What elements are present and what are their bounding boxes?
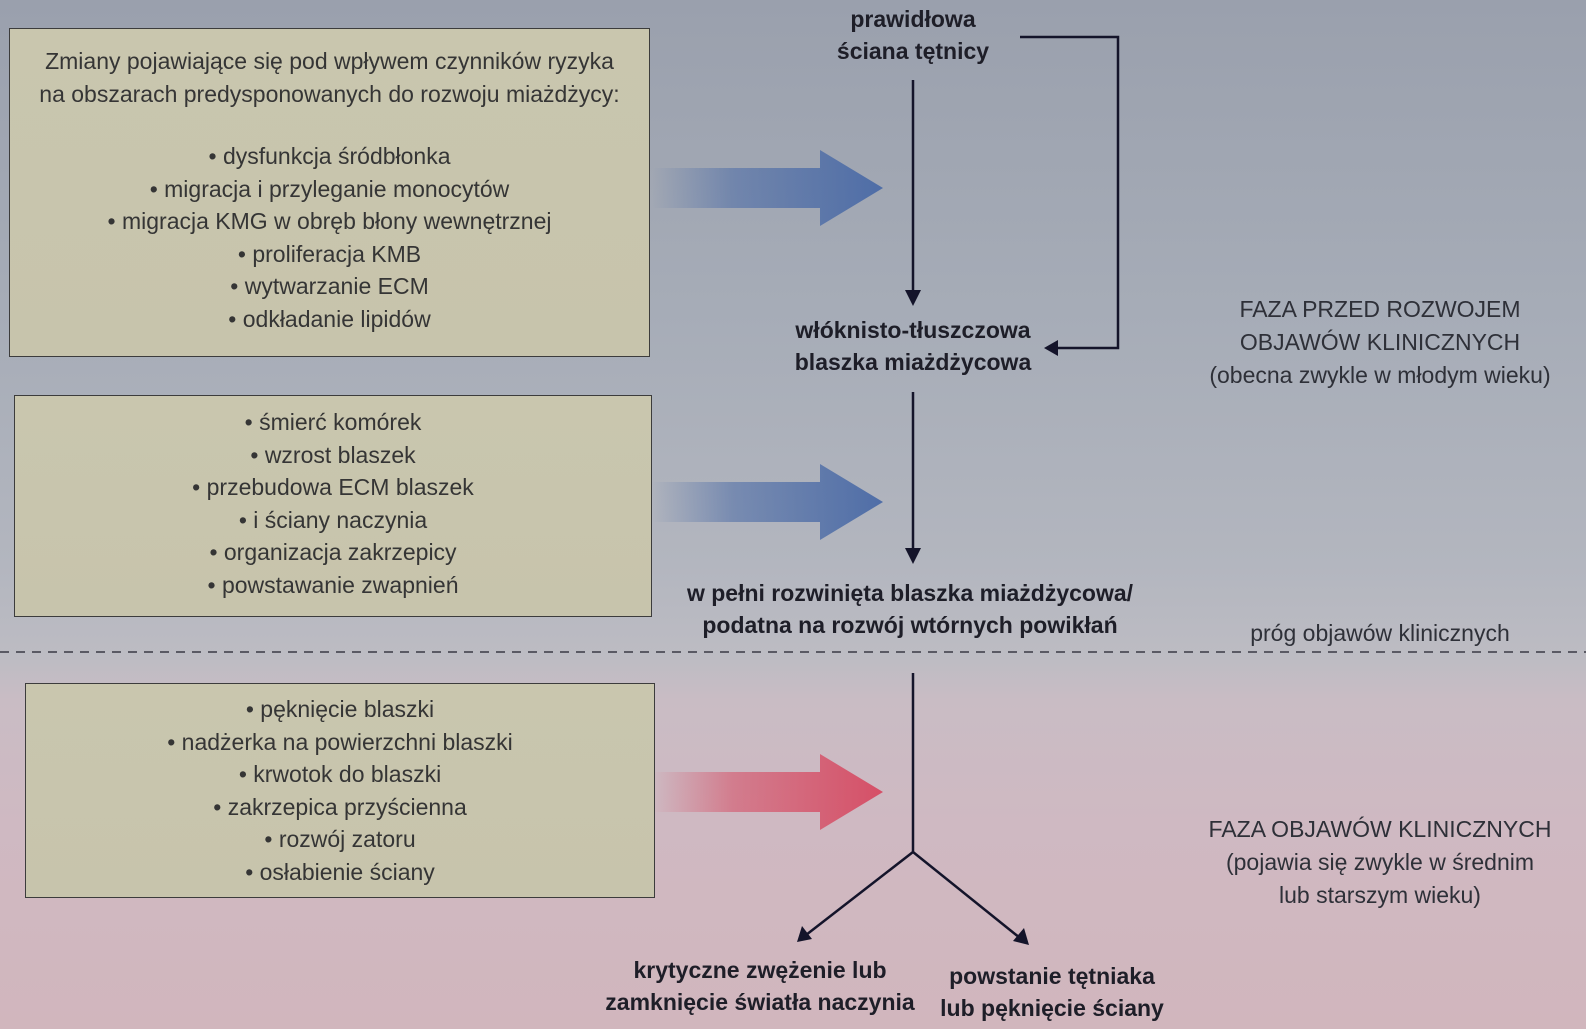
box-intro-text: Zmiany pojawiające się pod wpływem czynn… bbox=[10, 45, 649, 110]
list-item: migracja KMG w obręb błony wewnętrznej bbox=[10, 205, 649, 238]
phase-line: (obecna zwykle w młodym wieku) bbox=[1209, 362, 1551, 388]
progression-list: śmierć komórek wzrost blaszek przebudowa… bbox=[15, 406, 651, 601]
list-item: osłabienie ściany bbox=[26, 856, 654, 889]
phase-line: próg objawów klinicznych bbox=[1250, 620, 1510, 646]
list-item: śmierć komórek bbox=[15, 406, 651, 439]
arrowhead-to-fibrofatty bbox=[905, 290, 921, 306]
node-line: podatna na rozwój wtórnych powikłań bbox=[702, 612, 1118, 638]
arrowhead-stenosis bbox=[797, 926, 812, 942]
list-item: krwotok do blaszki bbox=[26, 758, 654, 791]
branch-line-left bbox=[805, 851, 914, 936]
phase-line: OBJAWÓW KLINICZNYCH bbox=[1239, 329, 1521, 355]
node-aneurysm: powstanie tętniaka lub pęknięcie ściany bbox=[927, 960, 1177, 1024]
list-item: zakrzepica przyścienna bbox=[26, 791, 654, 824]
list-item: odkładanie lipidów bbox=[10, 303, 649, 336]
node-line: krytyczne zwężenie lub bbox=[633, 957, 887, 983]
change-list: dysfunkcja śródbłonka migracja i przyleg… bbox=[10, 140, 649, 335]
phase-label-preclinical: FAZA PRZED ROZWOJEM OBJAWÓW KLINICZNYCH … bbox=[1190, 293, 1570, 392]
list-item: rozwój zatoru bbox=[26, 823, 654, 856]
branch-line-right bbox=[912, 851, 1021, 939]
complications-box: pęknięcie blaszki nadżerka na powierzchn… bbox=[25, 683, 655, 898]
plaque-progression-box: śmierć komórek wzrost blaszek przebudowa… bbox=[14, 395, 652, 617]
node-line: włóknisto-tłuszczowa bbox=[795, 317, 1031, 343]
bypass-line bbox=[1020, 35, 1120, 350]
list-item: przebudowa ECM blaszek bbox=[15, 471, 651, 504]
list-item: dysfunkcja śródbłonka bbox=[10, 140, 649, 173]
list-item-continuation: i ściany naczynia bbox=[15, 504, 651, 537]
list-item: pęknięcie blaszki bbox=[26, 693, 654, 726]
list-item: wytwarzanie ECM bbox=[10, 270, 649, 303]
red-arrow bbox=[652, 754, 883, 830]
list-item: migracja i przyleganie monocytów bbox=[10, 173, 649, 206]
list-item: nadżerka na powierzchni blaszki bbox=[26, 726, 654, 759]
list-item: proliferacja KMB bbox=[10, 238, 649, 271]
phase-line: (pojawia się zwykle w średnim bbox=[1225, 849, 1535, 875]
arrowhead-aneurysm bbox=[1013, 928, 1029, 945]
blue-arrow-1 bbox=[652, 150, 883, 226]
arrowhead-to-developed bbox=[905, 548, 921, 564]
node-line: w pełni rozwinięta blaszka miażdżycowa/ bbox=[686, 580, 1134, 606]
node-critical-stenosis: krytyczne zwężenie lub zamknięcie światł… bbox=[590, 954, 930, 1018]
node-line: ściana tętnicy bbox=[836, 38, 990, 64]
intro-line: Zmiany pojawiające się pod wpływem czynn… bbox=[45, 48, 614, 74]
node-line: blaszka miażdżycowa bbox=[794, 349, 1032, 375]
clinical-threshold-label: próg objawów klinicznych bbox=[1200, 617, 1560, 650]
list-item: wzrost blaszek bbox=[15, 439, 651, 472]
list-item: powstawanie zwapnień bbox=[15, 569, 651, 602]
risk-factor-changes-box: Zmiany pojawiające się pod wpływem czynn… bbox=[9, 28, 650, 357]
blue-arrow-2 bbox=[652, 464, 883, 540]
node-fibrofatty-plaque: włóknisto-tłuszczowa blaszka miażdżycowa bbox=[763, 314, 1063, 378]
node-normal-arterial-wall: prawidłowa ściana tętnicy bbox=[763, 3, 1063, 67]
node-developed-plaque: w pełni rozwinięta blaszka miażdżycowa/ … bbox=[650, 577, 1170, 641]
node-line: lub pęknięcie ściany bbox=[940, 995, 1164, 1021]
intro-line: na obszarach predysponowanych do rozwoju… bbox=[39, 80, 620, 107]
complication-list: pęknięcie blaszki nadżerka na powierzchn… bbox=[26, 693, 654, 888]
phase-label-clinical: FAZA OBJAWÓW KLINICZNYCH (pojawia się zw… bbox=[1180, 813, 1580, 912]
phase-line: lub starszym wieku) bbox=[1279, 882, 1481, 908]
node-line: prawidłowa bbox=[850, 6, 976, 32]
phase-line: FAZA PRZED ROZWOJEM bbox=[1239, 296, 1521, 322]
node-line: powstanie tętniaka bbox=[949, 963, 1155, 989]
phase-line: FAZA OBJAWÓW KLINICZNYCH bbox=[1208, 816, 1552, 842]
list-item: organizacja zakrzepicy bbox=[15, 536, 651, 569]
node-line: zamknięcie światła naczynia bbox=[605, 989, 915, 1015]
arrowhead-bypass bbox=[1044, 340, 1058, 356]
